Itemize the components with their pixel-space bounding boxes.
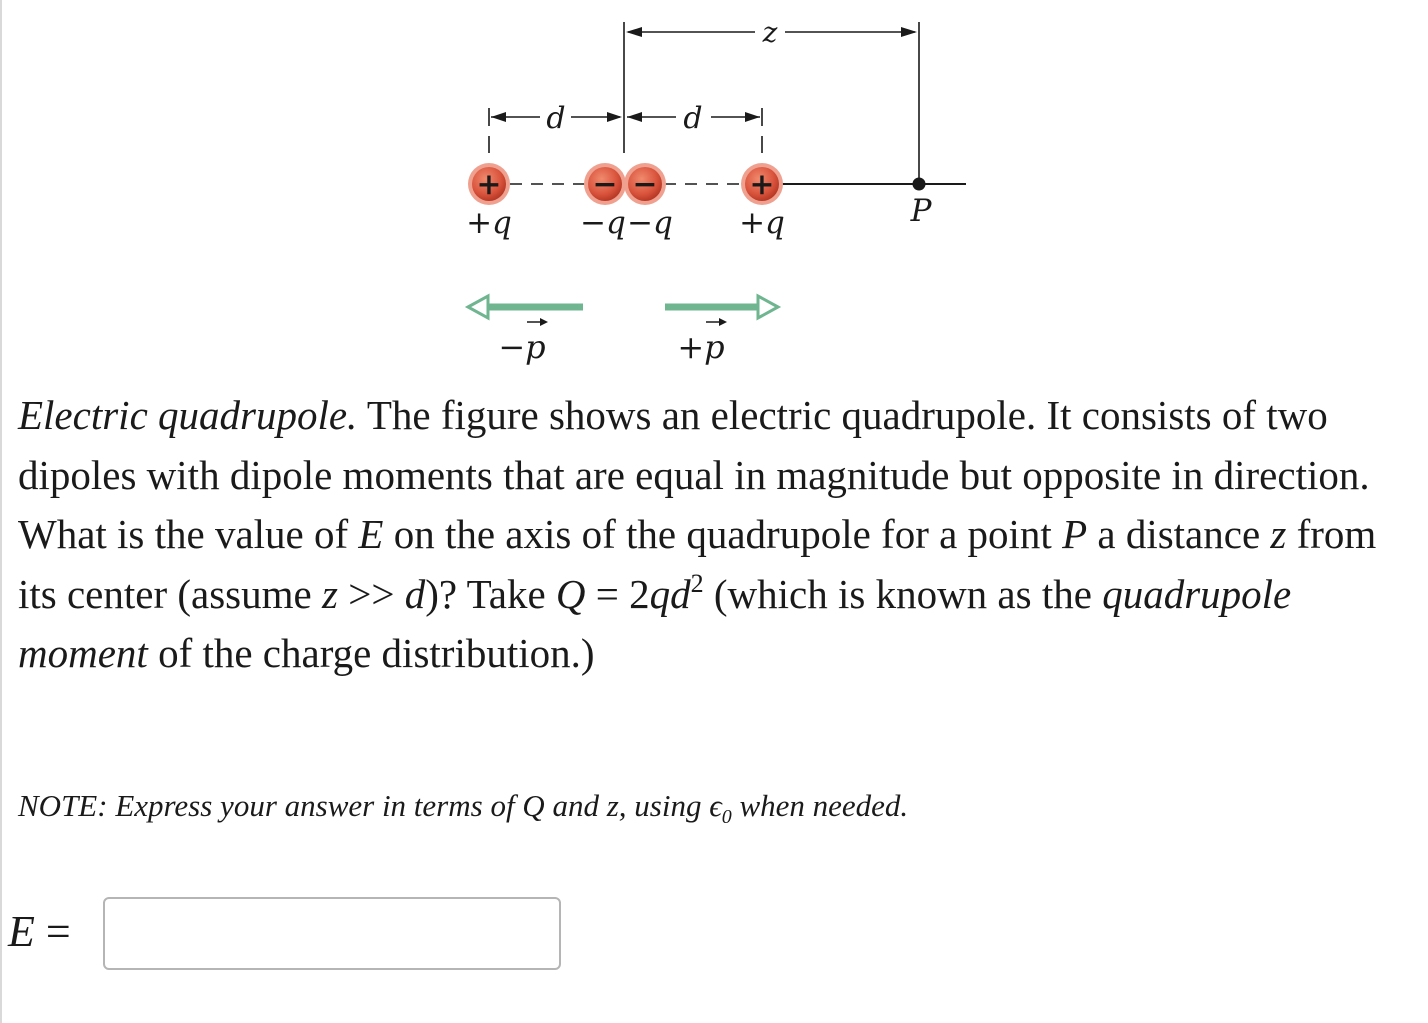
dipole-arrow-left: [464, 293, 583, 321]
d-right-dimension-arrow: [627, 108, 763, 126]
svg-text:+p: +p: [677, 328, 724, 366]
charge-label-plus-q-left: +q: [466, 205, 512, 241]
svg-text:−: −: [632, 167, 657, 202]
svg-text:−p: −p: [498, 328, 545, 366]
quadrupole-figure: z d d + − − + +q −q: [464, 16, 966, 366]
dipole-label-plus-p: +p: [677, 318, 727, 366]
problem-statement: Electric quadrupole. The figure shows an…: [18, 392, 1377, 677]
left-border: [0, 0, 2, 1023]
d-right-label: d: [683, 101, 702, 136]
var-z: z: [1270, 511, 1287, 557]
charge-negative-1: −: [584, 163, 626, 205]
charge-label-plus-q-right: +q: [739, 205, 785, 241]
answer-note: NOTE: Express your answer in terms of Q …: [18, 788, 909, 829]
svg-text:+: +: [749, 167, 774, 202]
svg-text:−: −: [592, 167, 617, 202]
charge-label-minus-q-2: −q: [627, 205, 673, 241]
var-e: E: [358, 511, 384, 557]
point-p-label: P: [910, 193, 933, 229]
var-p: P: [1062, 511, 1088, 557]
dipole-label-minus-p: −p: [498, 318, 548, 366]
dipole-arrow-right: [665, 293, 782, 321]
z-dimension-arrow: [626, 27, 917, 37]
charge-positive-right: +: [741, 163, 783, 205]
problem-title: Electric quadrupole.: [18, 392, 358, 438]
d-left-label: d: [546, 101, 565, 136]
d-left-dimension-arrow: [488, 108, 622, 126]
var-q: Q: [555, 570, 586, 617]
answer-label: E =: [8, 907, 71, 956]
quadrupole-moment-term: quadrupole moment: [18, 570, 1292, 677]
charge-label-minus-q-1: −q: [580, 205, 626, 241]
charge-negative-2: −: [624, 163, 666, 205]
charge-positive-left: +: [468, 163, 510, 205]
z-label: z: [762, 16, 778, 49]
svg-text:+: +: [476, 167, 501, 202]
point-p-marker: [912, 177, 926, 191]
answer-input[interactable]: [103, 897, 561, 970]
